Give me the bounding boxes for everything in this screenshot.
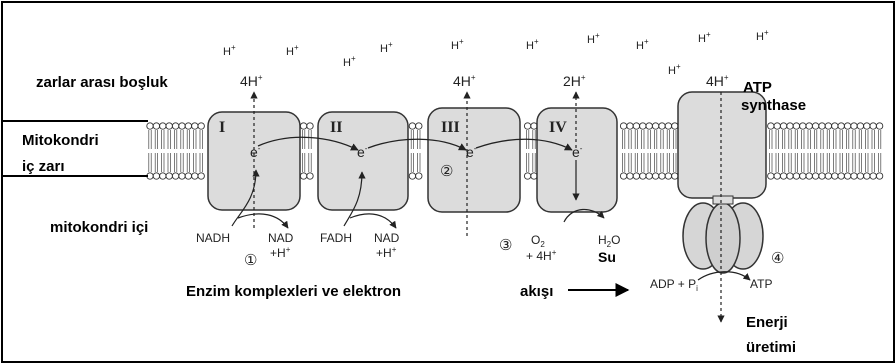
svg-text:H+: H+	[698, 30, 711, 45]
svg-text:H+: H+	[223, 43, 236, 58]
proton-h: H	[636, 40, 644, 52]
inner-membrane-label-line1: Mitokondri	[22, 132, 99, 149]
nad-h-label-1: +H+	[270, 245, 291, 260]
nad-label-2: NAD	[374, 231, 400, 245]
inner-membrane-label-line2: iç zarı	[22, 158, 65, 175]
electron-2: e-	[357, 144, 368, 160]
fadh-electron-arrow	[343, 171, 366, 227]
complex-label-3: III	[441, 119, 460, 136]
energy-label-line2: üretimi	[746, 339, 796, 356]
complex-label-2: II	[330, 119, 342, 136]
fadh-to-nad-arrow	[349, 213, 397, 229]
complex-3	[427, 107, 521, 213]
electron-3: e-	[466, 144, 477, 160]
complex-2	[317, 111, 409, 211]
complex-label-4: IV	[549, 119, 567, 136]
atp-label: ATP	[750, 277, 772, 291]
electron-1: e-	[250, 144, 261, 160]
electron-4: e-	[572, 144, 583, 160]
scattered-protons: H+ H+ H+ H+ H+ H+ H+ H+ H+ H+ H+	[223, 28, 769, 77]
nadh-electron-arrow	[231, 169, 260, 227]
proton-h: H	[698, 33, 706, 45]
plus-4h-label: + 4H+	[526, 248, 557, 263]
proton-h: H	[380, 43, 388, 55]
svg-text:H+: H+	[380, 40, 393, 55]
adp-to-atp-arrow	[697, 271, 751, 281]
marker-1: ①	[244, 252, 257, 269]
oxygen-to-water-arrow	[563, 208, 605, 223]
nad-label-1: NAD	[268, 231, 294, 245]
svg-text:H+: H+	[526, 37, 539, 52]
svg-text:H+: H+	[668, 62, 681, 77]
svg-text:H+: H+	[451, 37, 464, 52]
proton-h: H	[587, 34, 595, 46]
marker-4: ④	[771, 250, 784, 267]
matrix-label: mitokondri içi	[50, 219, 148, 236]
proton-h: H	[343, 57, 351, 69]
fadh-label: FADH	[320, 231, 352, 245]
svg-text:H+: H+	[756, 28, 769, 43]
proton-count-atp-synthase: 4H+	[706, 73, 729, 89]
intermembrane-space-label: zarlar arası boşluk	[36, 74, 168, 91]
proton-count-3: 4H+	[453, 73, 476, 89]
proton-h: H	[286, 46, 294, 58]
proton-count-4: 2H+	[563, 73, 586, 89]
nad-h-label-2: +H+	[376, 245, 397, 260]
proton-count-1: 4H+	[240, 73, 263, 89]
electron-flow-2-3	[367, 138, 467, 151]
complex-4	[536, 107, 618, 213]
flow-caption: Enzim komplexleri ve elektron	[186, 283, 401, 300]
atp-synthase-stalk	[712, 195, 734, 205]
svg-text:H+: H+	[286, 43, 299, 58]
atp-synthase-label-line2: synthase	[741, 97, 806, 114]
water-su-label: Su	[598, 249, 616, 265]
proton-h: H	[668, 65, 676, 77]
atp-synthase-head-center	[705, 202, 741, 274]
complex-label-1: I	[219, 119, 225, 136]
proton-h: H	[756, 31, 764, 43]
svg-text:H+: H+	[343, 54, 356, 69]
marker-2: ②	[440, 163, 453, 180]
energy-label-line1: Enerji	[746, 314, 788, 331]
svg-text:H+: H+	[636, 37, 649, 52]
marker-3: ③	[499, 237, 512, 254]
svg-text:H+: H+	[587, 31, 600, 46]
nadh-label: NADH	[196, 231, 230, 245]
flow-caption-arrow-word: akışı	[520, 283, 553, 300]
proton-h: H	[526, 40, 534, 52]
adp-label: ADP + Pi	[650, 277, 698, 293]
proton-h: H	[451, 40, 459, 52]
electron-flow-1-2	[257, 136, 359, 151]
oxygen-label: O2	[531, 233, 545, 249]
electron-flow-3-4	[475, 138, 573, 151]
proton-h: H	[223, 46, 231, 58]
atp-synthase-label-line1: ATP	[743, 79, 772, 96]
nadh-to-nad-arrow	[237, 213, 289, 229]
water-label: H2O	[598, 233, 620, 249]
